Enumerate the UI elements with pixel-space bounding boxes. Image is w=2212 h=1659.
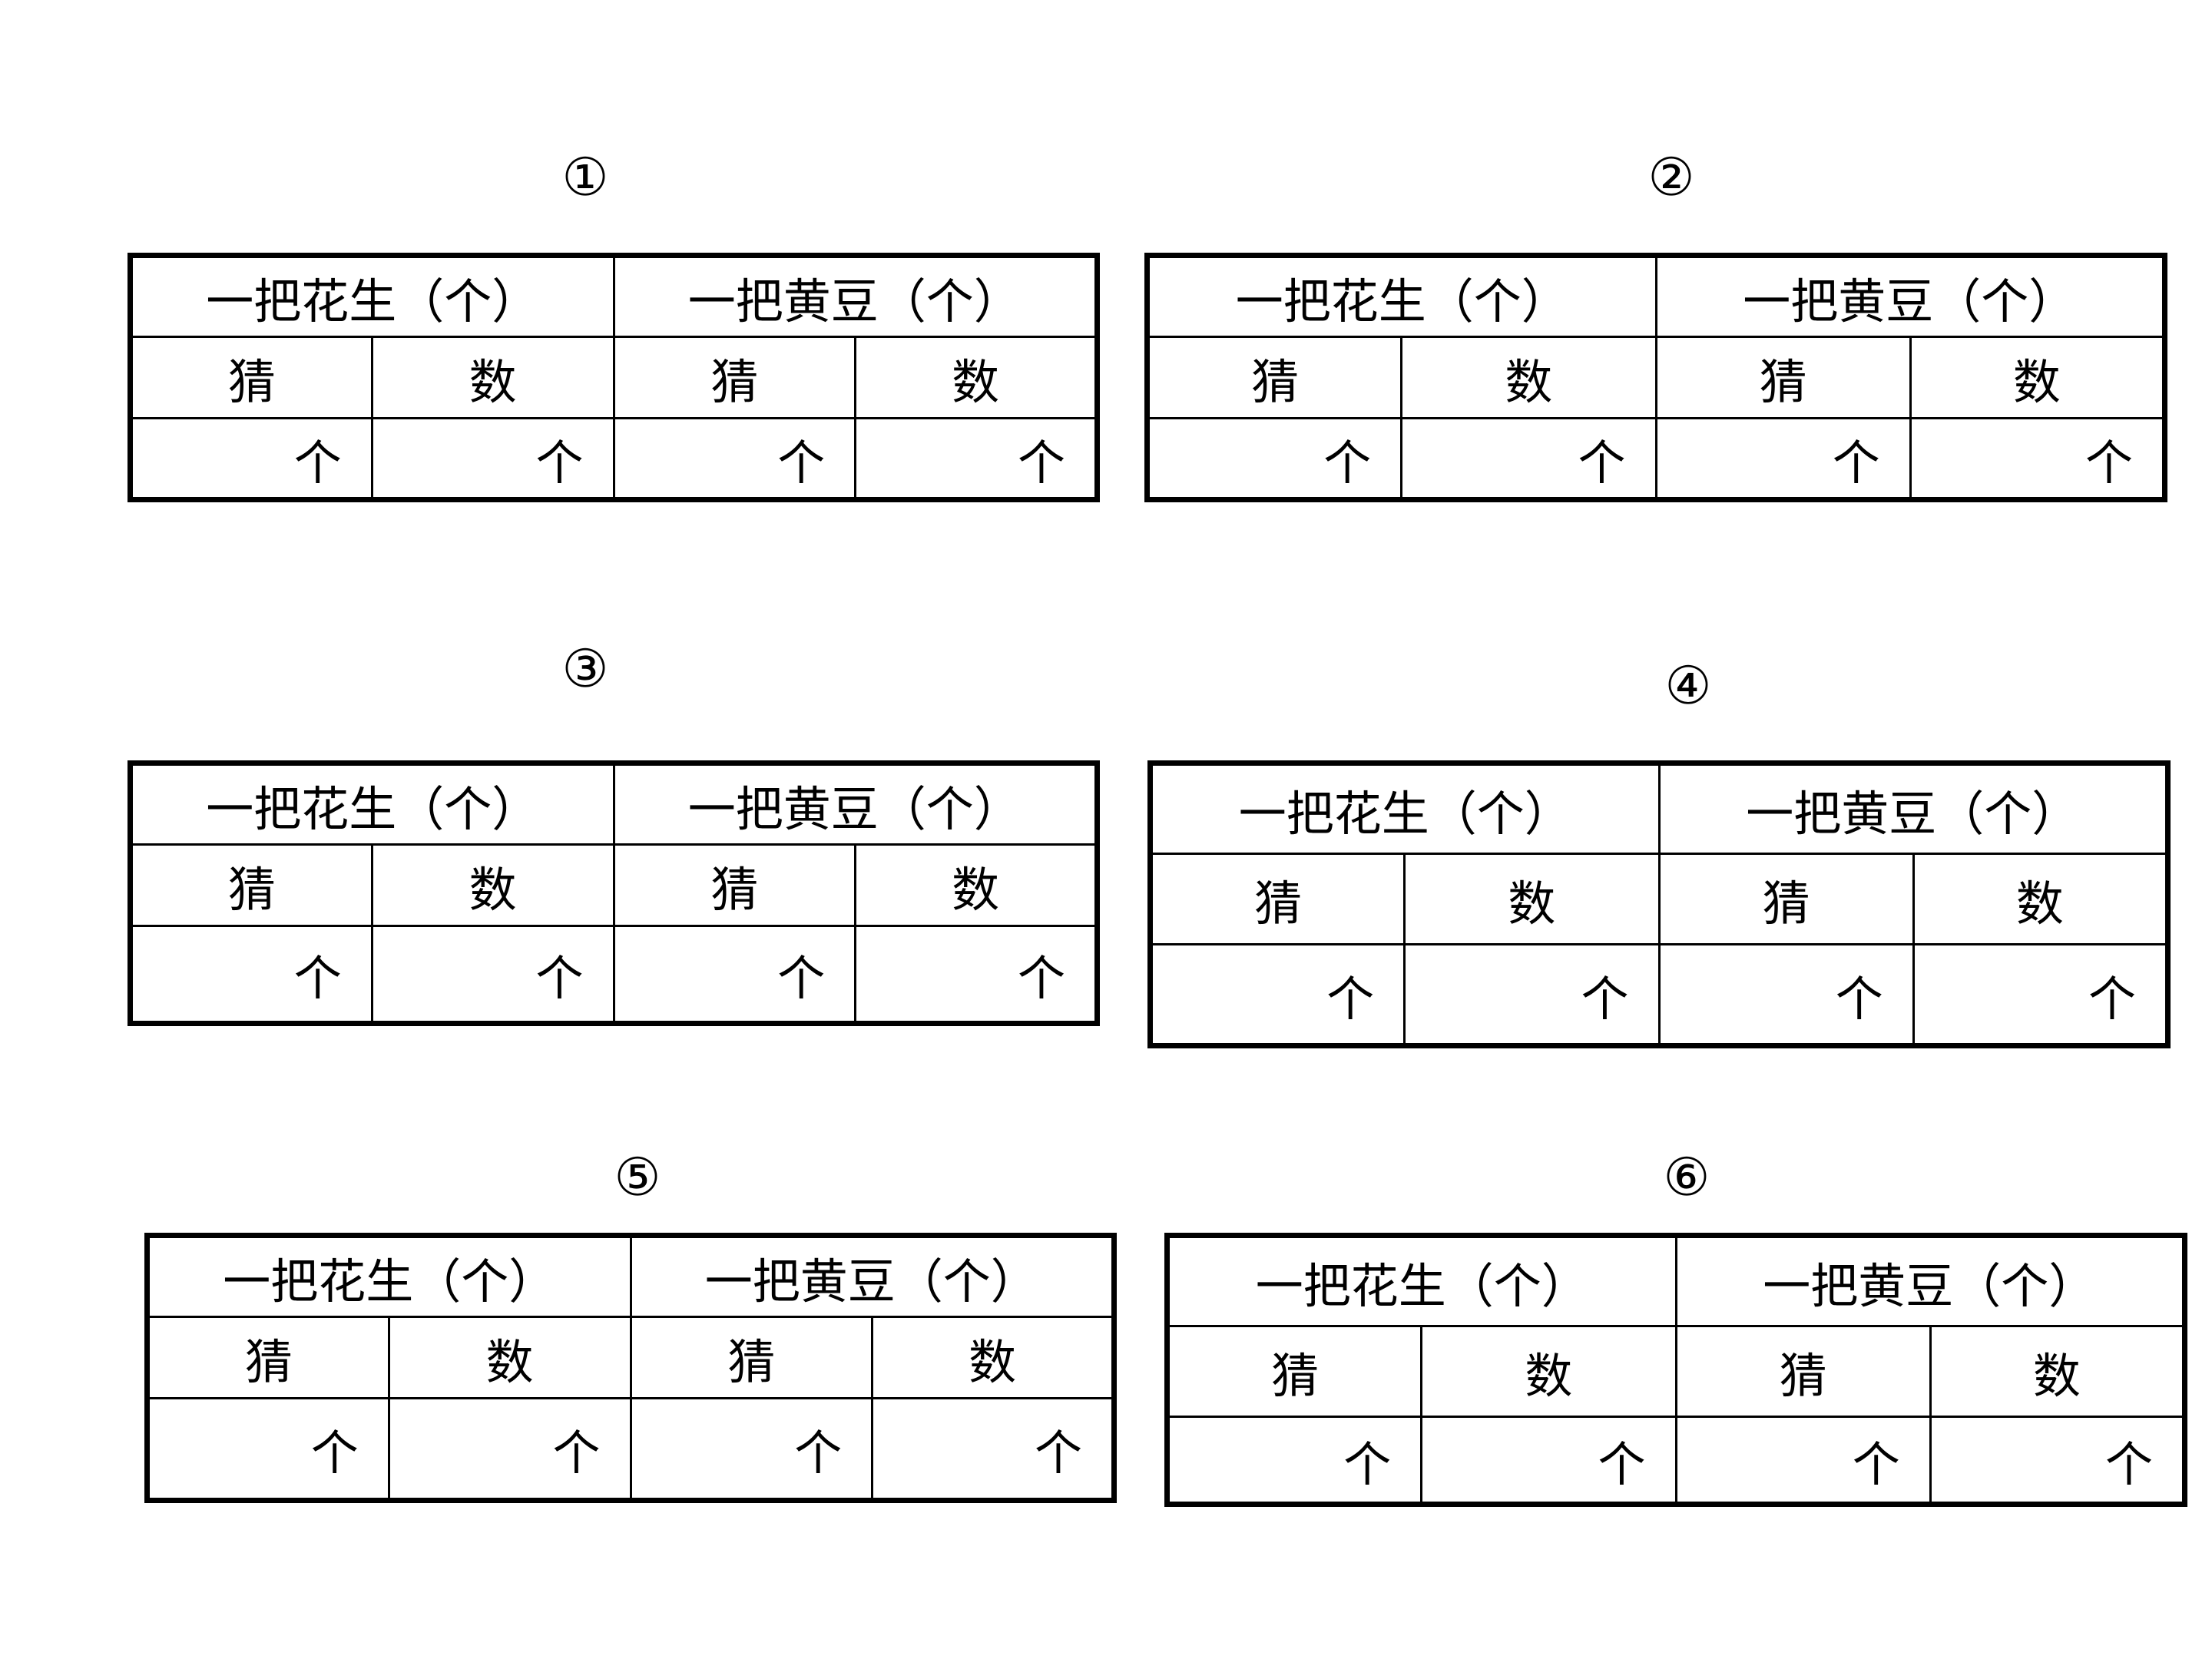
count-table-3: 一把花生（个） 一把黄豆（个） 猜 数 猜 数 个 个 个 个 bbox=[127, 760, 1100, 1026]
header-peanut: 一把花生（个） bbox=[1146, 254, 1657, 338]
subheader-guess: 猜 bbox=[1654, 336, 1912, 419]
answer-cell[interactable]: 个 bbox=[370, 417, 615, 501]
subheader-count: 数 bbox=[854, 336, 1098, 419]
subheader-count: 数 bbox=[370, 843, 615, 927]
header-peanut: 一把花生（个） bbox=[146, 1234, 632, 1318]
subheader-count: 数 bbox=[1400, 336, 1657, 419]
subheader-count: 数 bbox=[1929, 1325, 2187, 1418]
subheader-count: 数 bbox=[1403, 853, 1661, 945]
table-number-3: ③ bbox=[561, 639, 609, 700]
header-soybean: 一把黄豆（个） bbox=[612, 762, 1098, 846]
subheader-guess: 猜 bbox=[1674, 1325, 1932, 1418]
answer-cell[interactable]: 个 bbox=[1403, 943, 1661, 1047]
answer-cell[interactable]: 个 bbox=[1674, 1416, 1932, 1505]
subheader-guess: 猜 bbox=[129, 843, 373, 927]
count-table-2: 一把花生（个） 一把黄豆（个） 猜 数 猜 数 个 个 个 个 bbox=[1144, 253, 2167, 502]
table-number-6: ⑥ bbox=[1663, 1147, 1710, 1208]
answer-cell[interactable]: 个 bbox=[612, 925, 857, 1025]
answer-cell[interactable]: 个 bbox=[1657, 943, 1915, 1047]
count-table-4: 一把花生（个） 一把黄豆（个） 猜 数 猜 数 个 个 个 个 bbox=[1147, 760, 2171, 1048]
subheader-guess: 猜 bbox=[129, 336, 373, 419]
header-peanut: 一把花生（个） bbox=[1166, 1234, 1677, 1327]
answer-cell[interactable]: 个 bbox=[370, 925, 615, 1025]
answer-cell[interactable]: 个 bbox=[1400, 417, 1657, 501]
subheader-guess: 猜 bbox=[1165, 1325, 1423, 1418]
answer-cell[interactable]: 个 bbox=[854, 925, 1098, 1025]
subheader-count: 数 bbox=[1912, 853, 2170, 945]
header-peanut: 一把花生（个） bbox=[1149, 762, 1661, 855]
header-soybean: 一把黄豆（个） bbox=[1654, 254, 2166, 338]
answer-cell[interactable]: 个 bbox=[1909, 417, 2167, 501]
header-soybean: 一把黄豆（个） bbox=[1674, 1234, 2186, 1327]
subheader-guess: 猜 bbox=[612, 843, 857, 927]
subheader-count: 数 bbox=[387, 1316, 632, 1399]
answer-cell[interactable]: 个 bbox=[129, 925, 373, 1025]
subheader-count: 数 bbox=[1420, 1325, 1677, 1418]
subheader-count: 数 bbox=[854, 843, 1098, 927]
answer-cell[interactable]: 个 bbox=[629, 1397, 874, 1502]
answer-cell[interactable]: 个 bbox=[387, 1397, 632, 1502]
answer-cell[interactable]: 个 bbox=[1145, 417, 1403, 501]
header-peanut: 一把花生（个） bbox=[129, 254, 615, 338]
subheader-guess: 猜 bbox=[1148, 853, 1406, 945]
header-soybean: 一把黄豆（个） bbox=[612, 254, 1098, 338]
subheader-count: 数 bbox=[370, 336, 615, 419]
subheader-guess: 猜 bbox=[1145, 336, 1403, 419]
table-number-1: ① bbox=[561, 147, 609, 208]
count-table-1: 一把花生（个） 一把黄豆（个） 猜 数 猜 数 个 个 个 个 bbox=[127, 253, 1100, 502]
count-table-5: 一把花生（个） 一把黄豆（个） 猜 数 猜 数 个 个 个 个 bbox=[144, 1233, 1117, 1503]
answer-cell[interactable]: 个 bbox=[854, 417, 1098, 501]
header-peanut: 一把花生（个） bbox=[129, 762, 615, 846]
subheader-count: 数 bbox=[1909, 336, 2167, 419]
header-soybean: 一把黄豆（个） bbox=[1657, 762, 2169, 855]
answer-cell[interactable]: 个 bbox=[1654, 417, 1912, 501]
subheader-count: 数 bbox=[871, 1316, 1115, 1399]
table-number-2: ② bbox=[1647, 147, 1695, 208]
answer-cell[interactable]: 个 bbox=[129, 417, 373, 501]
header-soybean: 一把黄豆（个） bbox=[629, 1234, 1115, 1318]
answer-cell[interactable]: 个 bbox=[1165, 1416, 1423, 1505]
subheader-guess: 猜 bbox=[629, 1316, 874, 1399]
subheader-guess: 猜 bbox=[612, 336, 857, 419]
answer-cell[interactable]: 个 bbox=[146, 1397, 390, 1502]
answer-cell[interactable]: 个 bbox=[612, 417, 857, 501]
answer-cell[interactable]: 个 bbox=[871, 1397, 1115, 1502]
subheader-guess: 猜 bbox=[1657, 853, 1915, 945]
answer-cell[interactable]: 个 bbox=[1420, 1416, 1677, 1505]
subheader-guess: 猜 bbox=[146, 1316, 390, 1399]
table-number-4: ④ bbox=[1664, 656, 1712, 717]
table-number-5: ⑤ bbox=[614, 1147, 661, 1208]
answer-cell[interactable]: 个 bbox=[1912, 943, 2170, 1047]
answer-cell[interactable]: 个 bbox=[1929, 1416, 2187, 1505]
answer-cell[interactable]: 个 bbox=[1148, 943, 1406, 1047]
count-table-6: 一把花生（个） 一把黄豆（个） 猜 数 猜 数 个 个 个 个 bbox=[1164, 1233, 2187, 1507]
